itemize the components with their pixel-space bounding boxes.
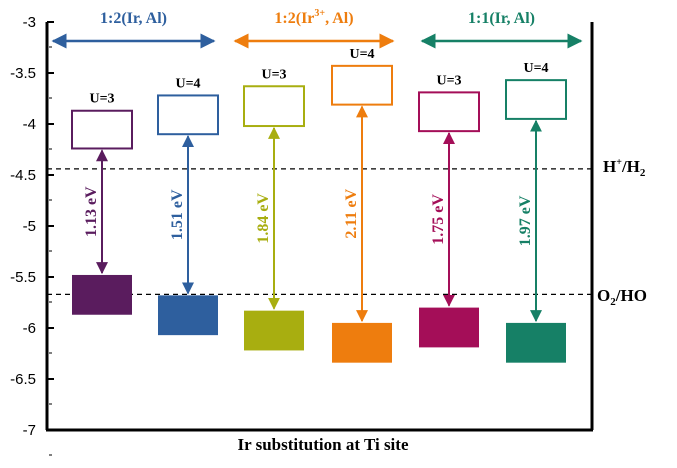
group-headers: 1:2(Ir, Al) 1:2(Ir3+, Al) 1:1(Ir, Al)	[51, 8, 583, 49]
y-tick-label: -7	[23, 422, 36, 439]
u-value-label: U=4	[175, 76, 200, 91]
y-tick-label: -3	[23, 14, 36, 31]
conduction-band-box	[505, 79, 567, 120]
band-gap-label: 1.51 eV	[169, 189, 186, 240]
conduction-band-box	[71, 109, 133, 150]
u-value-label: U=4	[523, 61, 548, 76]
y-tick-label: -4.5	[10, 167, 36, 184]
reference-lines	[47, 168, 592, 295]
group-label: 1:2(Ir, Al)	[100, 10, 167, 27]
u-value-label: U=4	[349, 47, 374, 62]
conduction-band-box	[331, 64, 393, 106]
valence-band-box	[158, 295, 218, 336]
conduction-band-box	[418, 91, 480, 133]
y-axis-ticks: -3 -3.5 -4 -4.5 -5 -5.5 -6 -6.5 -7	[10, 14, 54, 456]
u-value-label: U=3	[261, 67, 286, 82]
y-tick-label: -3.5	[10, 65, 36, 82]
x-axis-label: Ir substitution at Ti site	[238, 435, 409, 454]
valence-band-box	[419, 307, 479, 348]
ref-label-h: H+/H2	[603, 157, 646, 179]
y-tick-label: -5	[23, 218, 36, 235]
y-tick-label: -6	[23, 320, 36, 337]
band-gap-label: 1.13 eV	[83, 186, 100, 237]
band-gap-label: 1.97 eV	[517, 195, 534, 246]
band-gap-label: 1.75 eV	[430, 194, 447, 245]
y-tick-label: -6.5	[10, 371, 36, 388]
ref-label-o: O2/HO	[597, 286, 647, 308]
valence-band-box	[244, 310, 304, 351]
u-value-label: U=3	[89, 92, 114, 107]
conduction-band-box	[157, 94, 219, 136]
group-label: 1:1(Ir, Al)	[468, 10, 535, 27]
band-gap-label: 2.11 eV	[343, 188, 360, 238]
y-tick-label: -5.5	[10, 269, 36, 286]
u-value-label: U=3	[436, 73, 461, 88]
valence-band-box	[506, 322, 566, 363]
valence-band-box	[72, 274, 132, 315]
band-gap-label: 1.84 eV	[255, 193, 272, 244]
conduction-band-box	[243, 85, 305, 128]
y-tick-label: -4	[23, 116, 36, 133]
group-label: 1:2(Ir3+, Al)	[274, 8, 353, 27]
band-edges: U=3 1.13 eV U=4 1.51 eV U=3 1.84 eV U=4 2.11 eV…	[71, 47, 567, 363]
valence-band-box	[332, 322, 392, 363]
